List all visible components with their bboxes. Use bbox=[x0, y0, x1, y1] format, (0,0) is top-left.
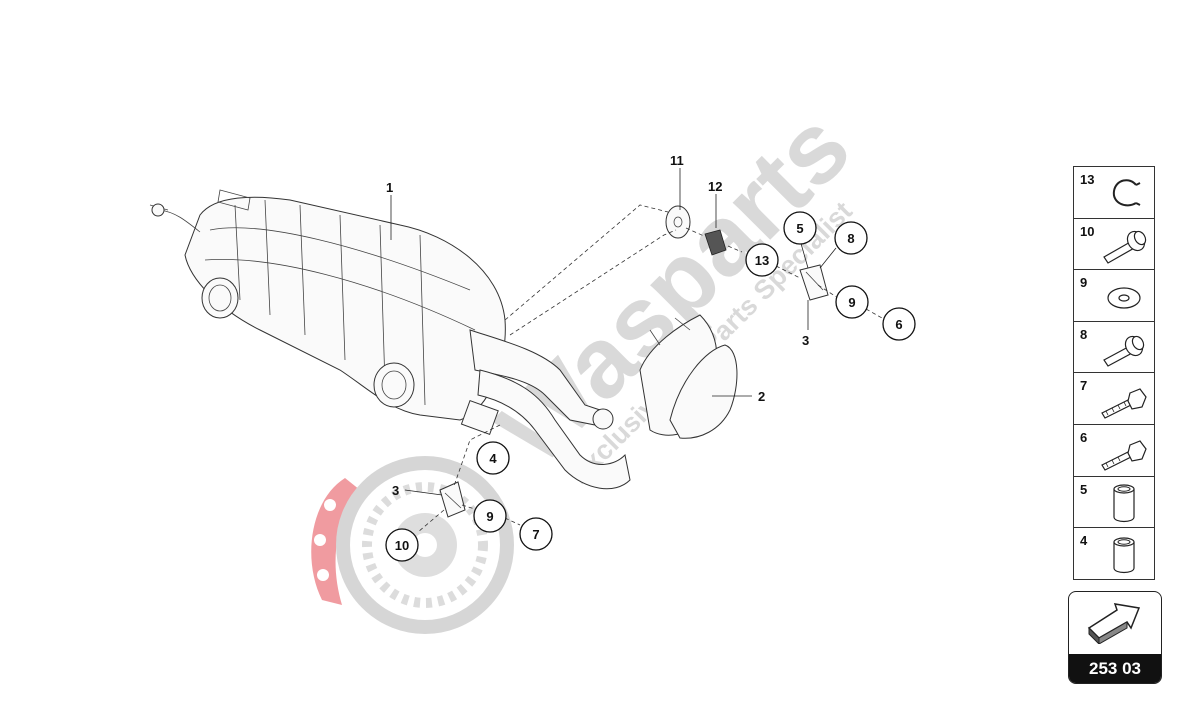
svg-text:1: 1 bbox=[386, 180, 393, 195]
svg-text:2: 2 bbox=[758, 389, 765, 404]
legend-number: 7 bbox=[1080, 378, 1088, 394]
legend-number: 13 bbox=[1080, 172, 1095, 187]
legend-item-5: 5 bbox=[1074, 477, 1154, 529]
leader-lines bbox=[390, 168, 837, 496]
legend-number: 10 bbox=[1080, 223, 1095, 239]
callout-12: 12 bbox=[708, 179, 722, 194]
svg-text:5: 5 bbox=[796, 221, 803, 236]
legend-item-10: 10 bbox=[1074, 219, 1154, 271]
svg-text:8: 8 bbox=[847, 231, 854, 246]
hex-bolt-icon bbox=[1101, 388, 1147, 420]
svg-text:3: 3 bbox=[802, 333, 809, 348]
callout-9-lower: 9 bbox=[473, 499, 507, 533]
direction-arrow-icon bbox=[1087, 603, 1141, 644]
rubber-mount-part-12 bbox=[704, 229, 727, 256]
callout-5: 5 bbox=[783, 211, 817, 245]
assembly-lines bbox=[417, 204, 883, 533]
rear-silencer bbox=[149, 189, 631, 490]
legend-item-9: 9 bbox=[1074, 270, 1154, 322]
legend-number: 8 bbox=[1080, 326, 1088, 342]
callout-10: 10 bbox=[385, 528, 419, 562]
svg-text:6: 6 bbox=[895, 317, 902, 332]
washer-icon bbox=[1107, 287, 1141, 309]
callout-4: 4 bbox=[476, 441, 510, 475]
sleeve-icon bbox=[1113, 537, 1135, 574]
legend-number: 9 bbox=[1080, 275, 1088, 291]
washer-part-11 bbox=[665, 205, 691, 239]
legend-item-6: 6 bbox=[1074, 425, 1154, 477]
svg-text:11: 11 bbox=[670, 153, 684, 168]
callout-3-lower: 3 bbox=[392, 483, 399, 498]
page-code: 253 03 bbox=[1069, 654, 1161, 683]
circlip-icon bbox=[1112, 179, 1141, 207]
legend-number: 4 bbox=[1080, 533, 1088, 549]
page-reference-badge[interactable]: 253 03 bbox=[1068, 591, 1162, 684]
parts-legend: 13 10 9 8 7 bbox=[1073, 166, 1155, 580]
svg-text:9: 9 bbox=[848, 295, 855, 310]
callout-9-upper: 9 bbox=[835, 285, 869, 319]
heat-shield bbox=[639, 314, 738, 439]
svg-text:4: 4 bbox=[489, 451, 497, 466]
legend-number: 6 bbox=[1080, 429, 1088, 445]
legend-item-8: 8 bbox=[1074, 322, 1154, 374]
callout-7: 7 bbox=[519, 517, 553, 551]
bracket-part-3-upper bbox=[799, 264, 829, 301]
callout-2: 2 bbox=[758, 389, 765, 404]
legend-item-7: 7 bbox=[1074, 373, 1154, 425]
callout-3-upper: 3 bbox=[802, 333, 809, 348]
svg-text:10: 10 bbox=[395, 538, 409, 553]
svg-text:7: 7 bbox=[532, 527, 539, 542]
flange-bolt-icon bbox=[1103, 230, 1147, 264]
svg-text:9: 9 bbox=[486, 509, 493, 524]
legend-item-4: 4 bbox=[1074, 528, 1154, 580]
svg-text:12: 12 bbox=[708, 179, 722, 194]
callout-1: 1 bbox=[386, 180, 393, 195]
callout-6: 6 bbox=[882, 307, 916, 341]
callout-13: 13 bbox=[745, 243, 779, 277]
watermark-logo bbox=[311, 456, 514, 634]
sleeve-icon bbox=[1113, 483, 1135, 522]
legend-item-13: 13 bbox=[1074, 167, 1154, 219]
svg-text:13: 13 bbox=[755, 253, 769, 268]
svg-text:3: 3 bbox=[392, 483, 399, 498]
flange-bolt-icon bbox=[1103, 335, 1145, 367]
legend-number: 5 bbox=[1080, 481, 1088, 497]
hex-bolt-icon bbox=[1101, 440, 1147, 471]
callout-8: 8 bbox=[834, 221, 868, 255]
bracket-part-3-lower bbox=[439, 481, 466, 518]
callout-11: 11 bbox=[670, 153, 684, 168]
